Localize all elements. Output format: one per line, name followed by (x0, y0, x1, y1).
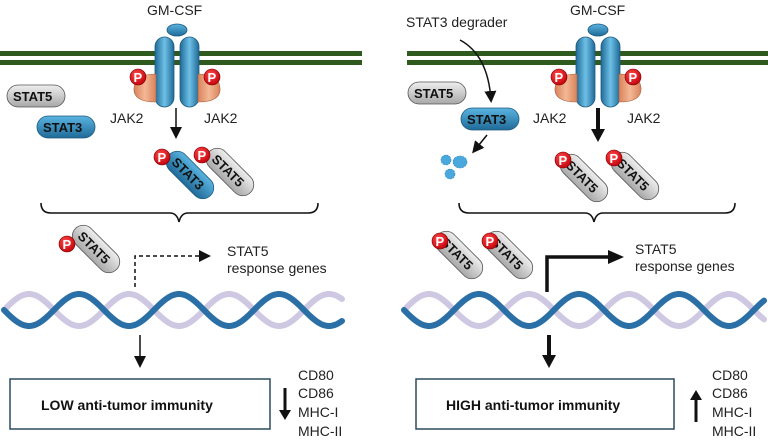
response-genes-line1: STAT5 (635, 241, 677, 257)
gm-csf-receptor (154, 23, 200, 108)
phospho-badge (203, 68, 221, 86)
jak2-left-label: JAK2 (533, 110, 567, 126)
phospho-label: P (555, 70, 564, 85)
phospho-label: P (158, 150, 167, 165)
phospho-badge (129, 68, 147, 86)
marker-cd86: CD86 (712, 385, 748, 401)
phospho-label: P (198, 148, 207, 163)
dna-strand-front (401, 291, 767, 329)
nucleus-brace (40, 202, 319, 223)
ligand-label: GM-CSF (147, 2, 202, 18)
phospho-badge (431, 232, 449, 250)
marker-mhc-i: MHC-I (712, 404, 752, 420)
jak2-right: P (197, 68, 221, 103)
outcome-box (9, 378, 271, 430)
jak2-right: P (618, 68, 642, 103)
phospho-badge (481, 232, 499, 250)
weak-transcription-arrow (134, 250, 211, 287)
phospho-badge (193, 146, 211, 164)
stat3-targeted: STAT3 (460, 107, 520, 131)
outcome-box (415, 378, 675, 430)
outcome-text: LOW anti-tumor immunity (41, 397, 213, 413)
outcome-text: HIGH anti-tumor immunity (446, 397, 620, 413)
stat5-free: STAT5 (6, 84, 66, 108)
dna-strand-front (1, 291, 345, 329)
left-panel: GM-CSF P P JAK2 JAK2 STAT5 STAT3 (0, 2, 362, 439)
nucleus-brace (458, 202, 736, 223)
phospho-label: P (629, 70, 638, 85)
jak2-right-label: JAK2 (627, 110, 661, 126)
stat5-label: STAT5 (13, 89, 52, 104)
marker-mhc-ii: MHC-II (298, 423, 342, 439)
phospho-label: P (559, 153, 568, 168)
marker-list: CD80 CD86 MHC-I MHC-II (712, 367, 756, 439)
jak2-left: P (129, 68, 157, 103)
phospho-badge (550, 68, 568, 86)
strong-transcription-arrow (545, 250, 624, 292)
dna-helix (1, 291, 345, 329)
jak2-right-label: JAK2 (204, 110, 238, 126)
phospho-label: P (134, 70, 143, 85)
stat5-free: STAT5 (407, 81, 467, 105)
arrow-up-icon (690, 390, 702, 422)
drug-label: STAT3 degrader (406, 14, 508, 30)
phospho-badge (624, 68, 642, 86)
degrader-arrow (459, 39, 497, 103)
dna-bound-stat5: STAT5 (71, 224, 121, 274)
stat3-free: STAT3 (36, 115, 96, 139)
marker-cd86: CD86 (298, 385, 334, 401)
arrow-down-icon (279, 388, 291, 420)
phospho-badge (554, 151, 572, 169)
phospho-label: P (208, 70, 217, 85)
ligand-label: GM-CSF (570, 2, 625, 18)
response-genes-line2: response genes (227, 260, 327, 276)
gm-csf-receptor (575, 23, 621, 108)
strong-activation-arrow (591, 108, 605, 142)
response-genes-line2: response genes (635, 258, 735, 274)
strong-outcome-arrow (542, 335, 556, 368)
phospho-label: P (436, 234, 445, 249)
jak2-left-label: JAK2 (110, 110, 144, 126)
stat5-label: STAT5 (414, 86, 453, 101)
marker-mhc-ii: MHC-II (712, 423, 756, 439)
marker-list: CD80 CD86 MHC-I MHC-II (298, 367, 342, 439)
response-genes-line1: STAT5 (227, 243, 269, 259)
dna-helix (401, 291, 767, 329)
dna-strand-back (1, 291, 345, 329)
phospho-label: P (486, 234, 495, 249)
phospho-badge (605, 149, 623, 167)
stat3-label: STAT3 (467, 112, 506, 127)
stat3-label: STAT3 (43, 120, 82, 135)
degradation-arrow (472, 134, 488, 154)
degraded-stat3-fragments (440, 154, 468, 180)
phospho-label: P (610, 151, 619, 166)
marker-mhc-i: MHC-I (298, 404, 338, 420)
marker-cd80: CD80 (298, 367, 334, 383)
right-panel: STAT3 degrader GM-CSF P P JAK2 JAK2 STAT… (401, 2, 768, 439)
marker-cd80: CD80 (712, 367, 748, 383)
phospho-badge (58, 235, 76, 253)
jak2-left: P (550, 68, 578, 103)
phospho-badge (153, 148, 171, 166)
phospho-label: P (63, 237, 72, 252)
